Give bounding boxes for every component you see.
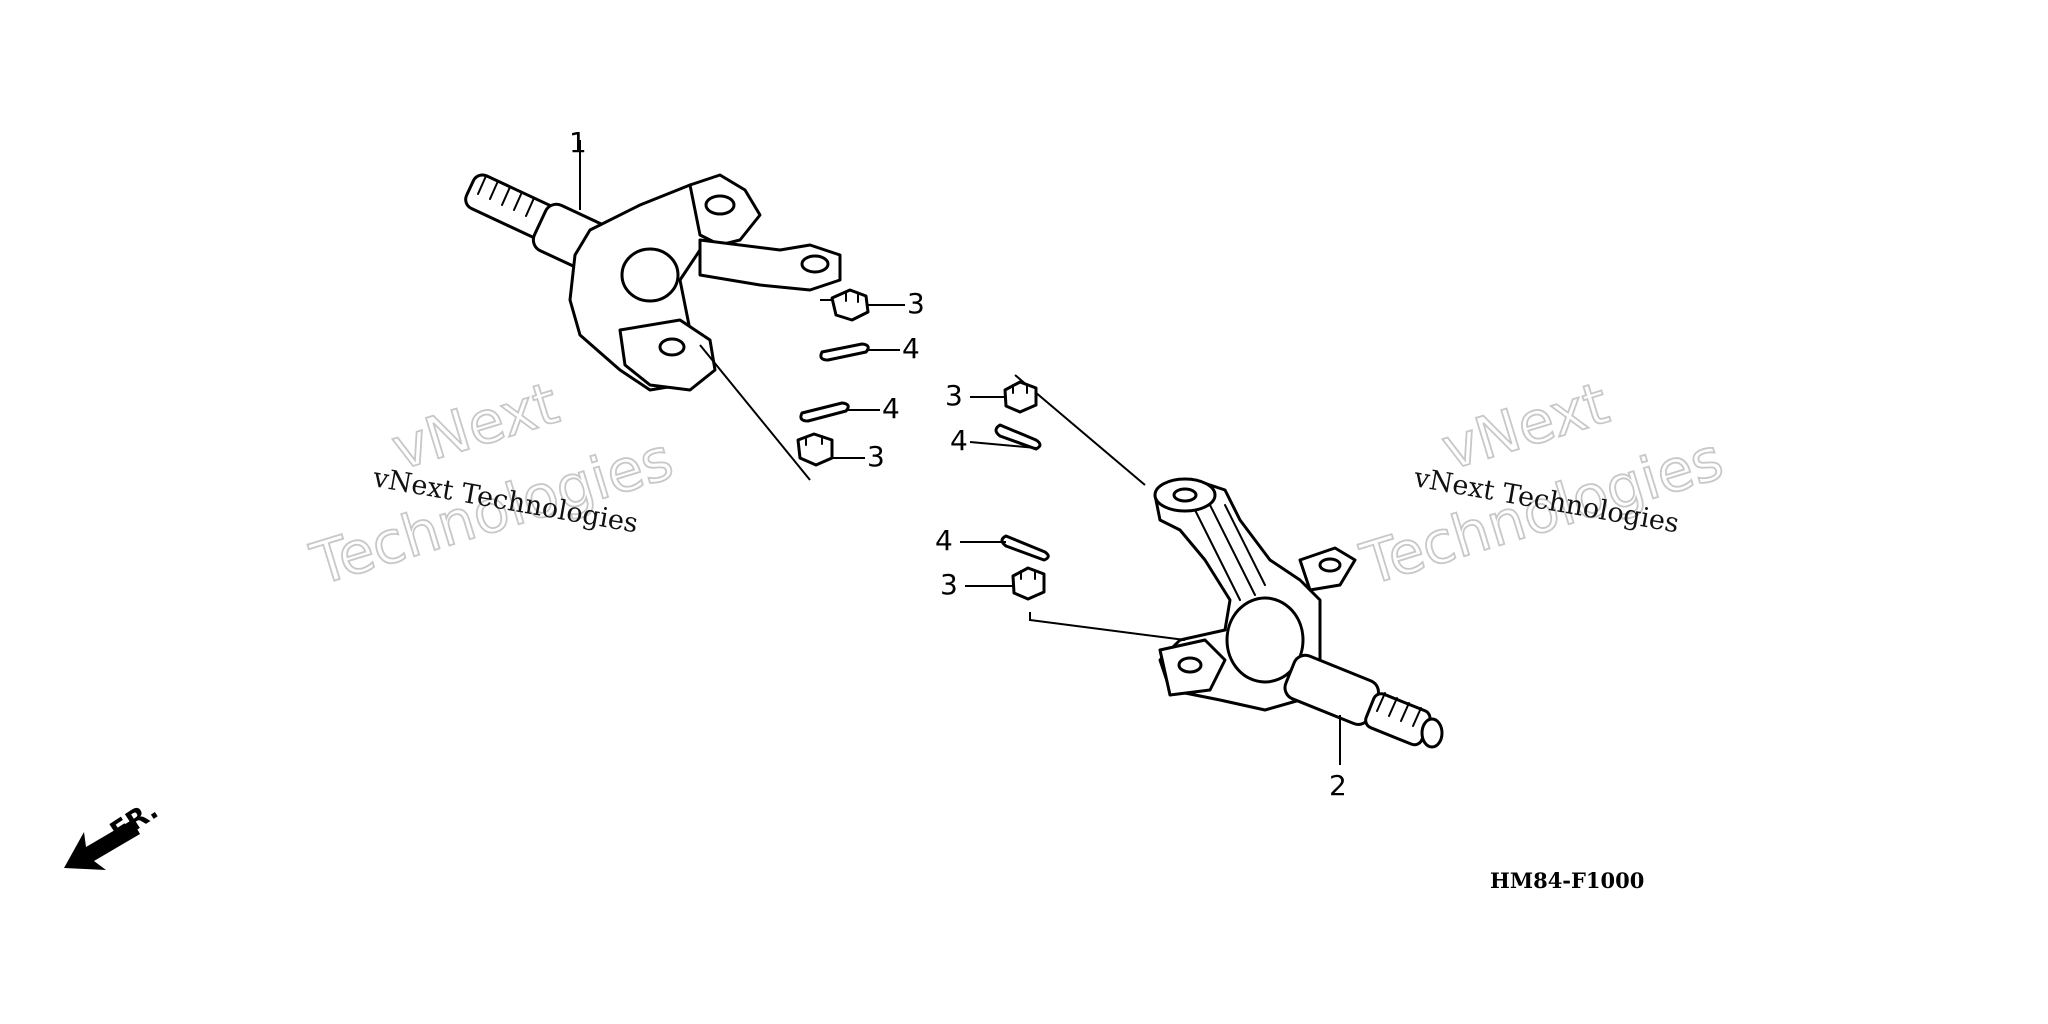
right-spindle [1283,653,1444,749]
callout-nut-d: 3 [940,568,958,601]
left-steering-knuckle [464,173,842,392]
callout-pin-b: 4 [882,392,900,425]
leader-lower-left [699,344,811,481]
left-boss [620,247,680,303]
front-indicator: FR. [64,795,164,870]
callout-2: 2 [1329,769,1347,802]
callout-1: 1 [569,126,587,159]
callout-pin-a: 4 [902,332,920,365]
castle-nut-b [796,432,865,467]
watermark-left: vNext Technologies vNext Technologies [302,368,681,600]
callout-pin-d: 4 [935,524,953,557]
leader-lower-right [1029,612,1186,641]
diagram-code: HM84-F1000 [1490,868,1644,893]
right-steering-knuckle [1153,477,1444,749]
castle-nut-c [970,380,1038,414]
callout-pin-c: 4 [950,424,968,457]
callout-nut-c: 3 [945,379,963,412]
callout-nut-b: 3 [867,440,885,473]
right-hub-flange [1225,596,1305,684]
cotter-pin-b [799,401,880,423]
castle-nut-d [965,566,1046,601]
callout-nut-a: 3 [907,287,925,320]
castle-nut-a [830,288,905,322]
cotter-pin-a [819,342,900,362]
cotter-pin-c [969,423,1042,451]
watermark-right: vNext Technologies vNext Technologies [1352,368,1731,600]
left-steering-arm [698,238,842,292]
front-arrow-icon [64,820,140,870]
cotter-pin-d [960,534,1050,562]
